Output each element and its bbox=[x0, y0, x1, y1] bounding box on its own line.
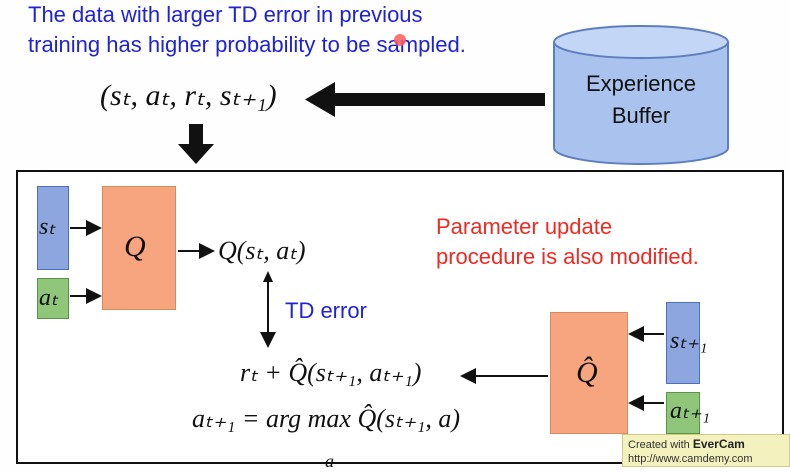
transition-tuple: (sₜ, aₜ, rₜ, sₜ₊₁) bbox=[100, 79, 277, 112]
q-network-label: Q bbox=[124, 230, 146, 263]
target-network-box bbox=[550, 312, 628, 434]
experience-buffer-cylinder bbox=[553, 25, 729, 165]
watermark-created-with: Created with bbox=[628, 439, 693, 451]
target-expression: rₜ + Q̂(sₜ₊₁, aₜ₊₁) bbox=[240, 358, 422, 387]
sampling-note: The data with larger TD error in previou… bbox=[28, 0, 466, 60]
sampling-note-line1: The data with larger TD error in previou… bbox=[28, 2, 423, 27]
argmax-subscript: a bbox=[324, 451, 334, 471]
action-input-label: aₜ bbox=[39, 285, 59, 311]
watermark-brand: EverCam bbox=[692, 437, 745, 451]
q-output-expression: Q(sₜ, aₜ) bbox=[218, 236, 306, 265]
down-arrow bbox=[178, 124, 214, 164]
td-error-label: TD error bbox=[285, 298, 367, 323]
parameter-update-note: Parameter update procedure is also modif… bbox=[436, 212, 699, 272]
next-action-input-label: aₜ₊₁ bbox=[670, 398, 711, 424]
target-network-label: Q̂ bbox=[576, 356, 598, 389]
parameter-note-line1: Parameter update bbox=[436, 214, 613, 239]
experience-buffer-label: Experience Buffer bbox=[585, 71, 697, 128]
action-expr-lhs: aₜ₊₁ = arg max bbox=[192, 404, 351, 433]
parameter-note-line2: procedure is also modified. bbox=[436, 244, 699, 269]
state-input-label: sₜ bbox=[39, 214, 56, 240]
pointer-dot bbox=[394, 34, 406, 46]
action-expr-rhs: Q̂(sₜ₊₁, a) bbox=[357, 404, 461, 433]
sampling-note-line2: training has higher probability to be sa… bbox=[28, 32, 466, 57]
next-action-input-box bbox=[666, 392, 700, 434]
watermark-url: http://www.camdemy.com bbox=[628, 453, 753, 465]
next-state-input-box bbox=[666, 302, 700, 384]
buffer-to-transition-arrow bbox=[305, 82, 545, 117]
evercam-watermark: Created with EverCam http://www.camdemy.… bbox=[622, 434, 790, 467]
action-selection-expression: aₜ₊₁ = arg max a Q̂(sₜ₊₁, a) bbox=[192, 404, 461, 471]
action-input-box bbox=[37, 278, 69, 319]
state-input-box bbox=[37, 186, 69, 270]
next-state-input-label: sₜ₊₁ bbox=[670, 328, 708, 354]
q-network-box bbox=[102, 186, 176, 310]
